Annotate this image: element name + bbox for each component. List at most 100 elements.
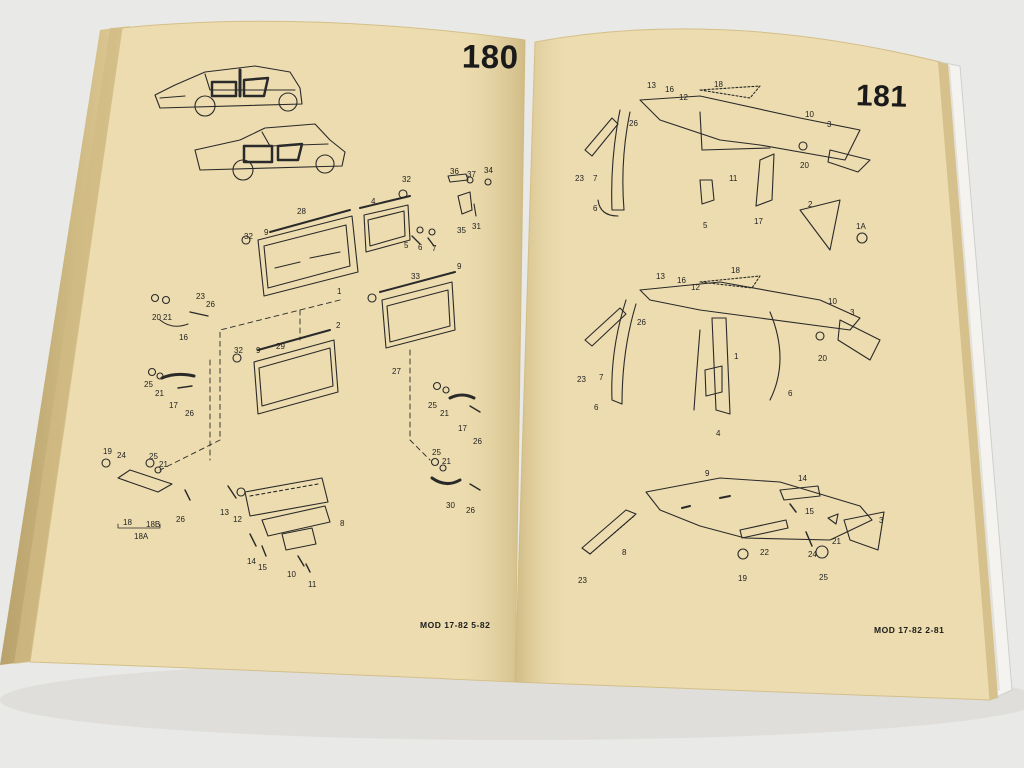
right-page-callout-21: 21 <box>832 537 841 546</box>
left-page-callout-24: 24 <box>117 451 126 460</box>
page-number-left: 180 <box>461 37 519 76</box>
left-page-callout-25: 25 <box>144 380 153 389</box>
left-page-callout-4: 4 <box>371 197 376 206</box>
right-page-callout-6: 6 <box>788 389 793 398</box>
door-handle-right-2 <box>430 476 462 485</box>
left-page-callout-1: 1 <box>337 287 342 296</box>
left-page-callout-5: 5 <box>404 241 409 250</box>
left-page-callout-7: 7 <box>432 244 437 253</box>
right-page-callout-1: 1 <box>734 352 739 361</box>
right-page-callout-8: 8 <box>622 548 627 557</box>
right-page-callout-25: 25 <box>819 573 828 582</box>
right-page-callout-1a: 1A <box>856 222 866 231</box>
right-page-callout-18: 18 <box>731 266 740 275</box>
right-page-callout-20: 20 <box>818 354 827 363</box>
right-page-callout-7: 7 <box>593 174 598 183</box>
right-page-callout-7: 7 <box>599 373 604 382</box>
left-page-callout-21: 21 <box>159 460 168 469</box>
left-page-callout-21: 21 <box>440 409 449 418</box>
right-page-callout-26: 26 <box>629 119 638 128</box>
right-page-callout-13: 13 <box>656 272 665 281</box>
door-handle-left-1 <box>159 319 189 327</box>
right-page-callout-10: 10 <box>805 110 814 119</box>
left-page-callout-2: 2 <box>336 321 341 330</box>
door-trim-panel-rear <box>379 271 456 349</box>
left-page-callout-26: 26 <box>185 409 194 418</box>
right-page-callout-23: 23 <box>578 576 587 585</box>
armrest-bracket <box>244 477 331 551</box>
left-page-callout-10: 10 <box>287 570 296 579</box>
left-page-callout-14: 14 <box>247 557 256 566</box>
left-page-callout-16: 16 <box>179 333 188 342</box>
left-page-callout-26: 26 <box>206 300 215 309</box>
left-page-callout-12: 12 <box>233 515 242 524</box>
right-page-callout-6: 6 <box>593 204 598 213</box>
left-page-callout-36: 36 <box>450 167 459 176</box>
right-page-callout-11: 11 <box>729 174 738 183</box>
right-page-callout-3: 3 <box>879 516 884 525</box>
left-page-callout-33: 33 <box>411 272 420 281</box>
door-handle-right-1 <box>448 393 476 400</box>
right-page-callout-20: 20 <box>800 161 809 170</box>
left-page-callout-37: 37 <box>467 170 476 179</box>
door-trim-panel-2 <box>253 329 339 415</box>
hatchback-car-illustration <box>154 65 303 117</box>
left-page-callout-19: 19 <box>103 447 112 456</box>
left-page-callout-8: 8 <box>340 519 345 528</box>
right-page-callout-3: 3 <box>827 120 832 129</box>
small-parts-left <box>101 173 492 497</box>
left-page-callout-9: 9 <box>264 228 269 237</box>
left-page-callout-21: 21 <box>163 313 172 322</box>
page-footer-right: MOD 17-82 2-81 <box>874 625 945 635</box>
left-page-callout-21: 21 <box>155 389 164 398</box>
left-page-callout-21: 21 <box>442 457 451 466</box>
right-page-callout-18: 18 <box>714 80 723 89</box>
right-page-callout-10: 10 <box>828 297 837 306</box>
left-page-callout-30: 30 <box>446 501 455 510</box>
right-page-callout-15: 15 <box>805 507 814 516</box>
right-page-callout-24: 24 <box>808 550 817 559</box>
right-page-callout-14: 14 <box>798 474 807 483</box>
right-page-callout-12: 12 <box>679 93 688 102</box>
right-page-callout-13: 13 <box>647 81 656 90</box>
left-page-callout-18a: 18A <box>134 532 149 541</box>
left-page-callout-32: 32 <box>234 346 243 355</box>
left-page-callout-6: 6 <box>418 243 423 252</box>
arm-rest <box>117 469 173 493</box>
left-page-callout-13: 13 <box>220 508 229 517</box>
right-page-callout-3: 3 <box>850 308 855 317</box>
right-page-callout-26: 26 <box>637 318 646 327</box>
left-page-callout-17: 17 <box>458 424 467 433</box>
left-page-callout-29: 29 <box>276 342 285 351</box>
left-page-callout-18b: 18B <box>146 520 161 529</box>
right-page-callout-5: 5 <box>703 221 708 230</box>
left-page-callout-27: 27 <box>392 367 401 376</box>
left-page-callout-11: 11 <box>308 580 317 589</box>
right-page-callout-17: 17 <box>754 217 763 226</box>
headliner-assembly-middle <box>584 275 881 415</box>
door-handle-left-2 <box>160 372 196 380</box>
left-page-callout-28: 28 <box>297 207 306 216</box>
left-page-callout-9: 9 <box>256 346 261 355</box>
left-page-callout-31: 31 <box>472 222 481 231</box>
right-page-callout-22: 22 <box>760 548 769 557</box>
left-page-callout-23: 23 <box>196 292 205 301</box>
right-page-callout-2: 2 <box>808 200 813 209</box>
right-page-callout-23: 23 <box>577 375 586 384</box>
left-page-callout-35: 35 <box>457 226 466 235</box>
left-page-callout-34: 34 <box>484 166 493 175</box>
left-page-callout-25: 25 <box>149 452 158 461</box>
left-page-callout-15: 15 <box>258 563 267 572</box>
left-page-callout-9: 9 <box>457 262 462 271</box>
left-page-callout-32: 32 <box>244 232 253 241</box>
left-page-callout-25: 25 <box>432 448 441 457</box>
left-page-callout-26: 26 <box>176 515 185 524</box>
page-footer-left: MOD 17-82 5-82 <box>420 620 491 630</box>
door-trim-panel-1 <box>257 209 359 297</box>
right-page-callout-4: 4 <box>716 429 721 438</box>
right-page-callout-16: 16 <box>665 85 674 94</box>
left-page-callout-26: 26 <box>466 506 475 515</box>
headliner-assembly-bottom <box>581 477 885 560</box>
right-page-callout-6: 6 <box>594 403 599 412</box>
